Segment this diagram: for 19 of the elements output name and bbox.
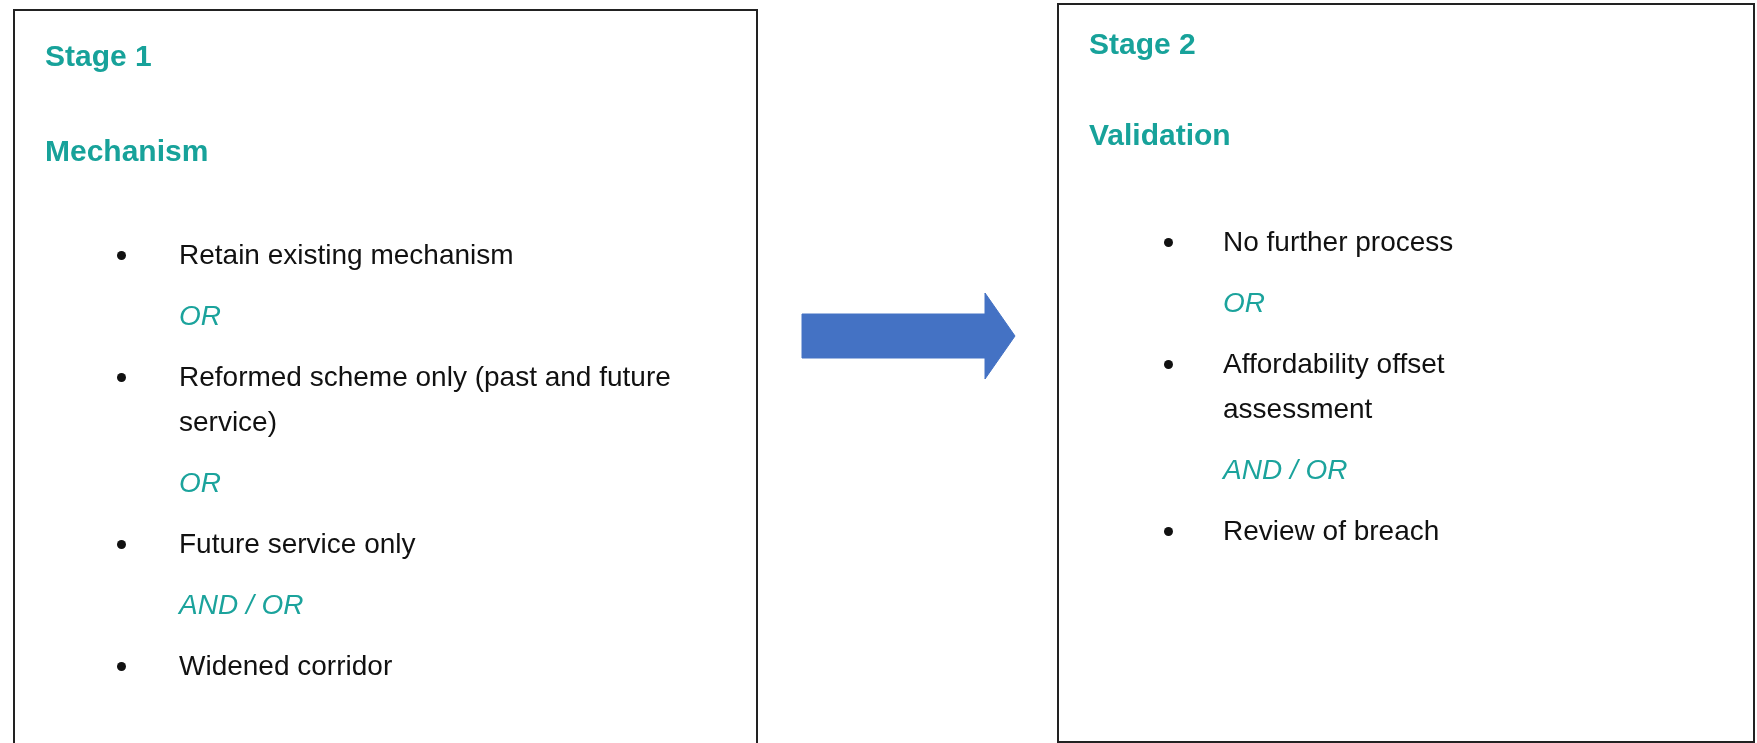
connector-word: OR (1223, 286, 1265, 320)
connector-word: OR (179, 299, 221, 333)
connector-word: OR (179, 466, 221, 500)
connector-word: AND / OR (179, 588, 304, 622)
stage-heading: Stage 1 (45, 38, 152, 74)
option-text: Review of breach (1223, 514, 1441, 548)
stage-heading: Stage 2 (1089, 26, 1196, 62)
stage-panel (13, 9, 758, 743)
option-text: Future service only (179, 527, 417, 561)
option-text: Affordability offset assessment (1223, 347, 1446, 426)
option-text: Reformed scheme only (past and future service) (179, 360, 672, 439)
connector-word: AND / OR (1223, 453, 1348, 487)
option-text: Widened corridor (179, 649, 394, 683)
option-text: No further process (1223, 225, 1455, 259)
stage-title: Validation (1089, 117, 1231, 153)
stage-title: Mechanism (45, 133, 209, 169)
stage-panel (1057, 3, 1755, 743)
option-text: Retain existing mechanism (179, 238, 515, 272)
block-arrow (801, 292, 1016, 380)
